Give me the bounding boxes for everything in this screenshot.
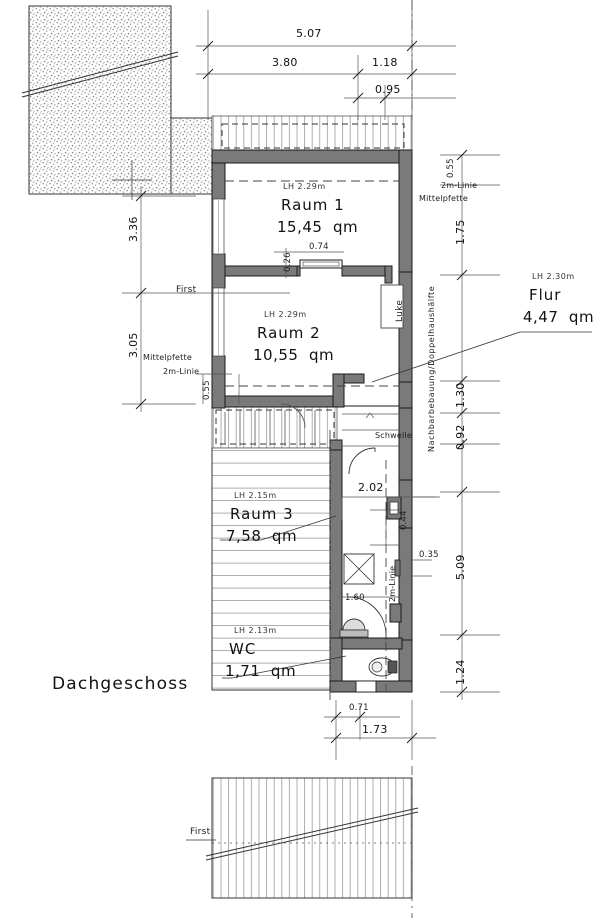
dim-right-1-75: 1.75 xyxy=(454,219,467,245)
door-swings xyxy=(280,403,387,640)
dim-bottom-overall: 1.73 xyxy=(362,723,388,736)
dimension-lines-left xyxy=(122,186,290,412)
annotation-ridge-left: First xyxy=(176,285,197,295)
dimension-lines-bottom xyxy=(324,700,436,760)
page-title: Dachgeschoss xyxy=(52,674,189,694)
annotation-neighbour-building: Nachbarbebauung/Doppelhaushälfte xyxy=(427,285,436,452)
roof-overhang-top xyxy=(211,115,413,157)
dim-right-1-24: 1.24 xyxy=(454,659,467,685)
wc-headroom: LH 2.13m xyxy=(234,626,277,635)
raum3-name: Raum 3 xyxy=(230,505,294,523)
wc-name: WC xyxy=(229,640,257,658)
flur-name: Flur xyxy=(529,286,562,304)
dim-opening-0-74: 0.74 xyxy=(309,242,329,252)
dim-left-eave-offset: 0.55 xyxy=(202,380,212,400)
raum2-area: 10,55 qm xyxy=(253,346,335,364)
annotation-purlin-left: Mittelpfette xyxy=(143,353,192,362)
dim-wall-0-26: 0.26 xyxy=(283,252,293,272)
dim-niche-0-44: 0.44 xyxy=(399,510,409,530)
dim-top-overall: 5.07 xyxy=(296,27,322,40)
building-walls xyxy=(211,149,413,693)
dim-top-offset: 0.95 xyxy=(375,83,401,96)
dim-left-lower: 3.05 xyxy=(127,332,140,358)
dim-bath-1-60: 1.60 xyxy=(345,593,365,603)
dim-bottom-small: 0.71 xyxy=(349,703,369,713)
dim-right-1-30: 1.30 xyxy=(454,382,467,408)
stair-hatch-area xyxy=(211,447,331,691)
raum2-headroom: LH 2.29m xyxy=(264,310,307,319)
roof-overhang-middle xyxy=(211,405,338,449)
raum3-area: 7,58 qm xyxy=(226,527,298,545)
annotation-luke: Luke xyxy=(395,299,405,322)
dim-right-wall-0-35: 0.35 xyxy=(419,550,439,560)
dim-top-left-segment: 3.80 xyxy=(272,56,298,69)
dimension-lines-interior xyxy=(274,248,440,598)
dim-top-right-segment: 1.18 xyxy=(372,56,398,69)
annotation-2m-line-right: 2m-Linie xyxy=(441,181,478,190)
raum1-area: 15,45 qm xyxy=(277,218,359,236)
raum2-name: Raum 2 xyxy=(257,324,321,342)
dim-right-5-09: 5.09 xyxy=(454,554,467,580)
dimension-lines-top xyxy=(196,10,456,120)
bathroom-fixtures xyxy=(339,553,398,677)
dim-right-purlin-offset: 0.55 xyxy=(446,158,456,178)
flur-area: 4,47 qm xyxy=(523,308,595,326)
dim-right-0-92: 0.92 xyxy=(454,424,467,450)
dim-left-upper: 3.36 xyxy=(127,216,140,242)
landing-steps xyxy=(342,412,400,447)
annotation-2m-line-bath: 2m-Linie xyxy=(388,565,397,602)
dim-corridor-2-02: 2.02 xyxy=(358,481,384,494)
flur-headroom: LH 2.30m xyxy=(532,272,575,281)
roof-overhang-bottom xyxy=(186,766,419,918)
wc-area: 1,71 qm xyxy=(225,662,297,680)
annotation-purlin-right: Mittelpfette xyxy=(419,194,468,203)
raum1-name: Raum 1 xyxy=(281,196,345,214)
raum3-headroom: LH 2.15m xyxy=(234,491,277,500)
annotation-schwelle: Schwelle xyxy=(375,431,412,440)
leader-lines xyxy=(220,331,592,679)
annotation-ridge-bottom: First xyxy=(190,827,211,837)
neighbour-building-hatch xyxy=(21,5,213,200)
raum1-headroom: LH 2.29m xyxy=(283,182,326,191)
dimension-lines-right xyxy=(412,149,500,700)
stair-run xyxy=(224,410,316,446)
annotation-2m-line-left: 2m-Linie xyxy=(163,367,200,376)
two-meter-lines xyxy=(225,180,399,690)
